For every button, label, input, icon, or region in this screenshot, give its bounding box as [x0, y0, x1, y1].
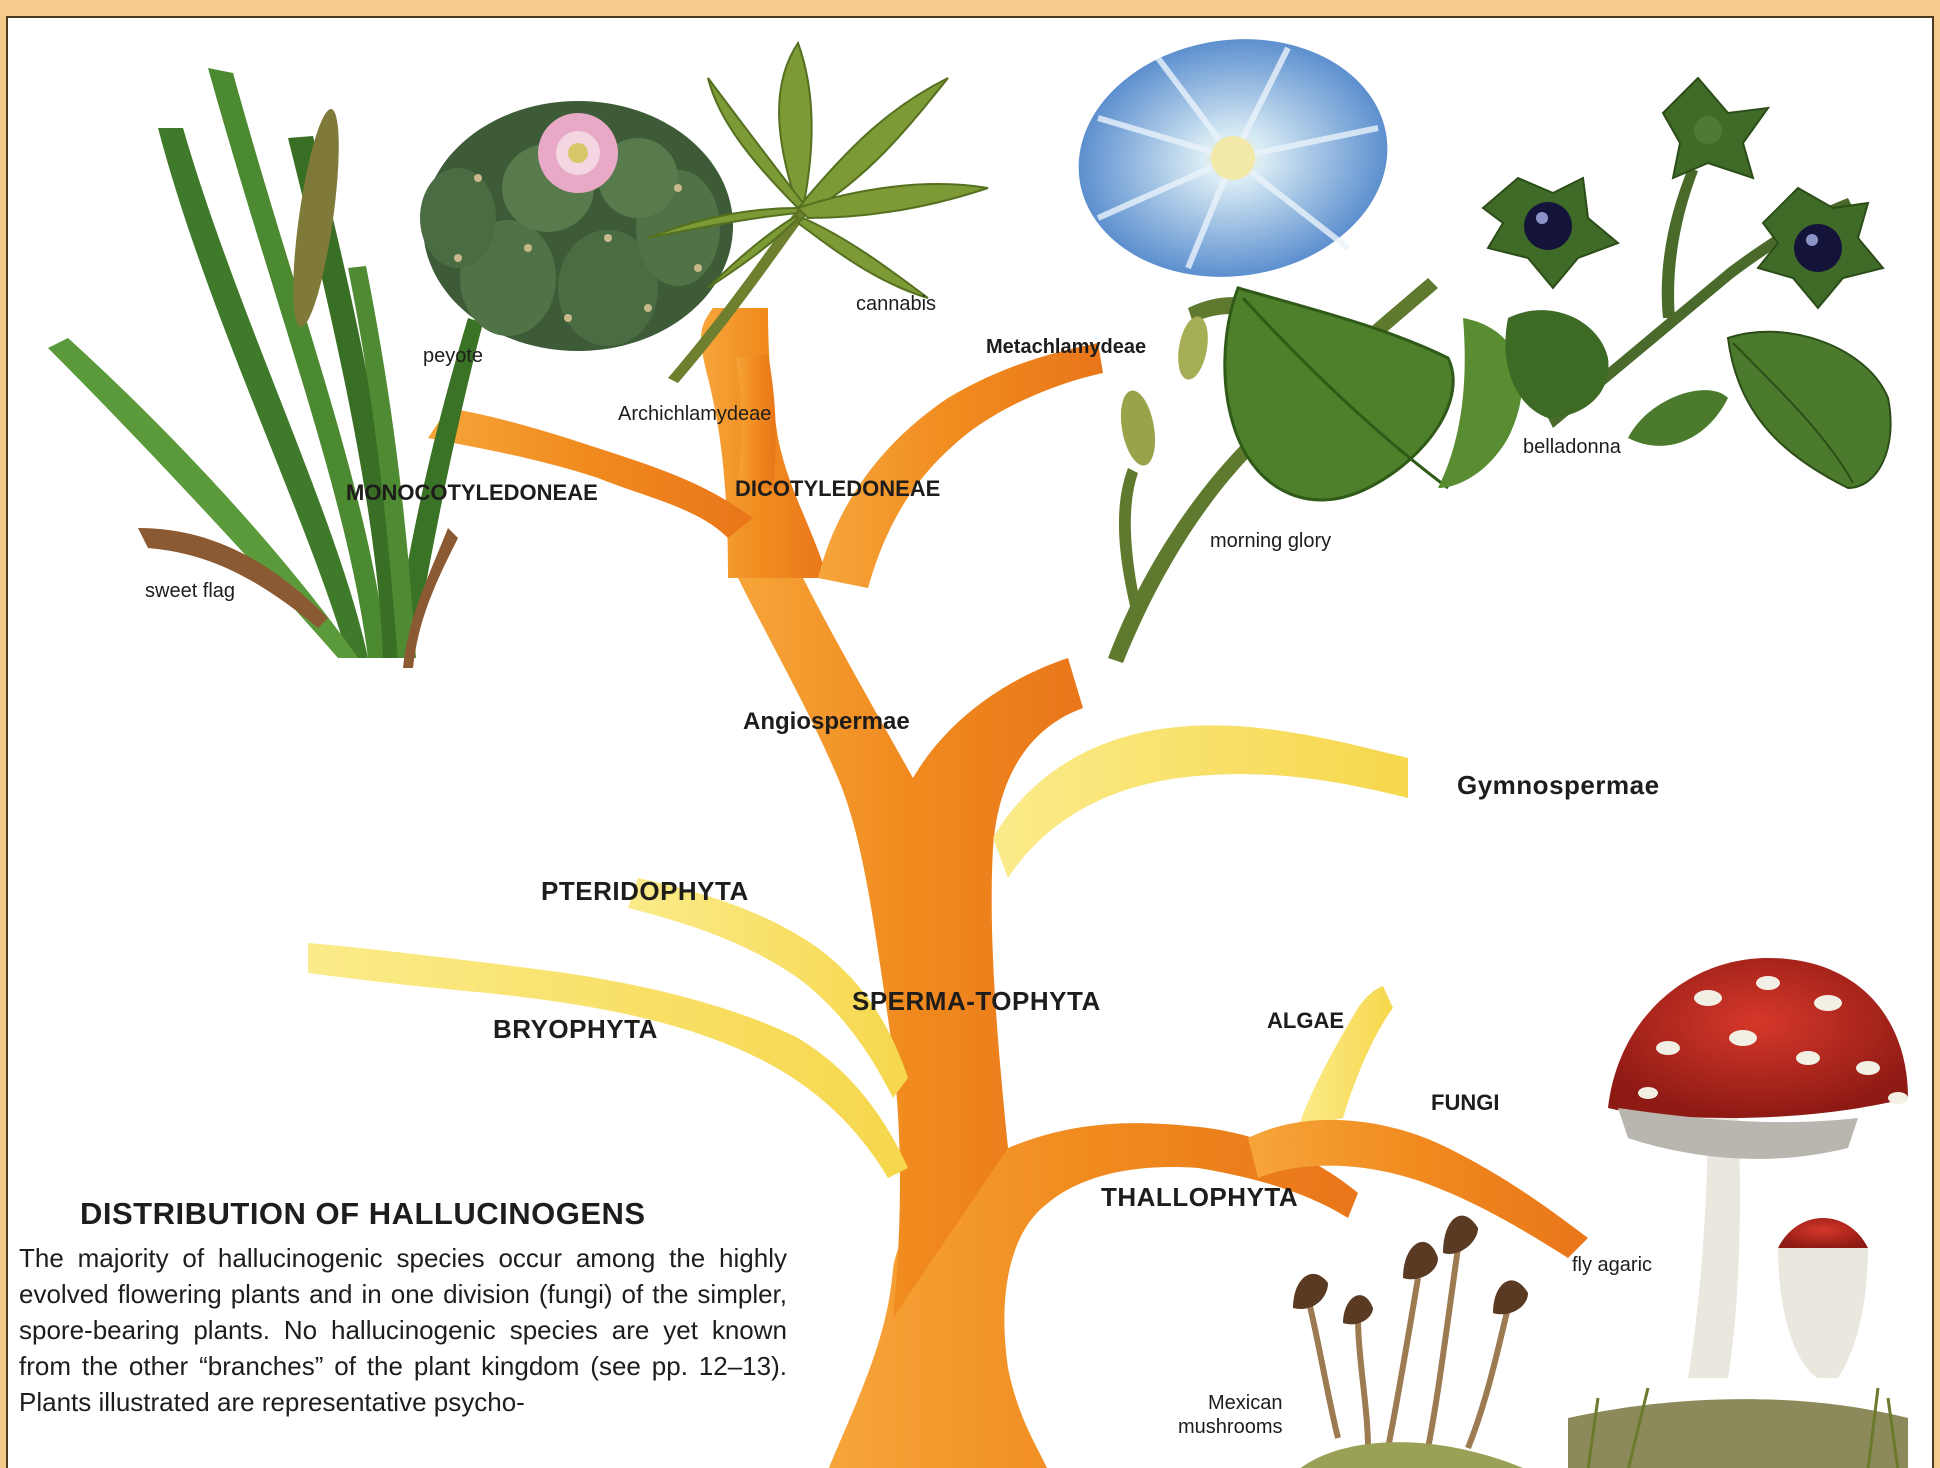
morning-glory-label: morning glory	[1210, 530, 1331, 553]
sweet-flag-illustration	[48, 68, 483, 668]
caption-body: The majority of hallucinogenic species o…	[19, 1240, 787, 1420]
metachlamydeae-branch	[818, 343, 1103, 588]
mexican-mushrooms-illustration	[1293, 1216, 1528, 1468]
mexican-mushrooms-label-line1: Mexican	[1208, 1392, 1282, 1415]
angiospermae-label: Angiospermae	[743, 708, 910, 736]
dicotyledoneae-label: DICOTYLEDONEAE	[735, 476, 940, 502]
metachlamydeae-label: Metachlamydeae	[986, 336, 1146, 359]
spermatophyta-label: SPERMA-TOPHYTA	[852, 986, 1101, 1017]
belladonna-illustration	[1483, 78, 1891, 488]
cannabis-label: cannabis	[856, 293, 936, 316]
monocotyledoneae-label: MONOCOTYLEDONEAE	[346, 480, 598, 506]
diagram-panel: sweet flag peyote cannabis Archichlamyde…	[6, 16, 1934, 1468]
algae-label: ALGAE	[1267, 1008, 1344, 1034]
pteridophyta-label: PTERIDOPHYTA	[541, 876, 749, 907]
fungi-label: FUNGI	[1431, 1090, 1499, 1116]
thallophyta-label: THALLOPHYTA	[1101, 1182, 1298, 1213]
fly-agaric-label: fly agaric	[1572, 1254, 1652, 1277]
bryophyta-label: BRYOPHYTA	[493, 1014, 658, 1045]
gymnospermae-branch	[993, 725, 1408, 878]
mexican-mushrooms-label-line2: mushrooms	[1178, 1416, 1282, 1439]
caption-heading: DISTRIBUTION OF HALLUCINOGENS	[80, 1196, 646, 1232]
gymnospermae-label: Gymnospermae	[1457, 770, 1660, 801]
belladonna-label: belladonna	[1523, 436, 1621, 459]
monocotyledoneae-branch	[428, 408, 753, 538]
archichlamydeae-label: Archichlamydeae	[618, 403, 771, 426]
peyote-label: peyote	[423, 345, 483, 368]
fly-agaric-illustration	[1568, 958, 1908, 1468]
sweet-flag-label: sweet flag	[145, 580, 235, 603]
